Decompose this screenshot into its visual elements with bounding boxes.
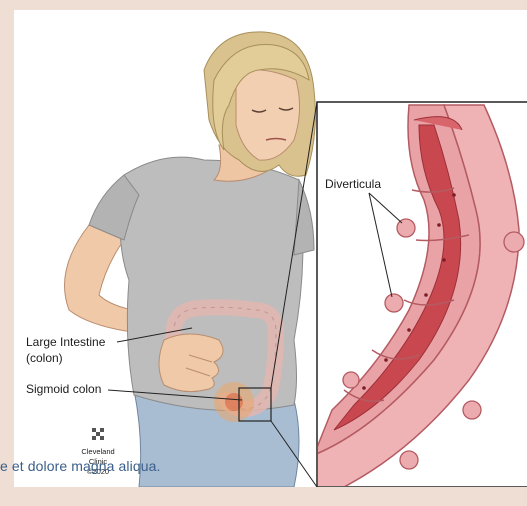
large-intestine-label-line1: Large Intestine (26, 335, 106, 349)
zoomed-colon-panel (314, 102, 527, 487)
diverticula-label: Diverticula (325, 177, 381, 191)
woman-figure (65, 32, 316, 487)
cleveland-clinic-logo-icon (92, 428, 104, 440)
credit-line1: Cleveland (81, 447, 114, 456)
large-intestine-label-line2: (colon) (26, 351, 63, 365)
sigmoid-colon-label: Sigmoid colon (26, 382, 101, 396)
diverticulitis-illustration: Large Intestine (colon) Sigmoid colon Di… (14, 10, 527, 487)
illustration-panel: Large Intestine (colon) Sigmoid colon Di… (14, 10, 527, 487)
page-caption-text: e et dolore magna aliqua. (0, 456, 161, 476)
